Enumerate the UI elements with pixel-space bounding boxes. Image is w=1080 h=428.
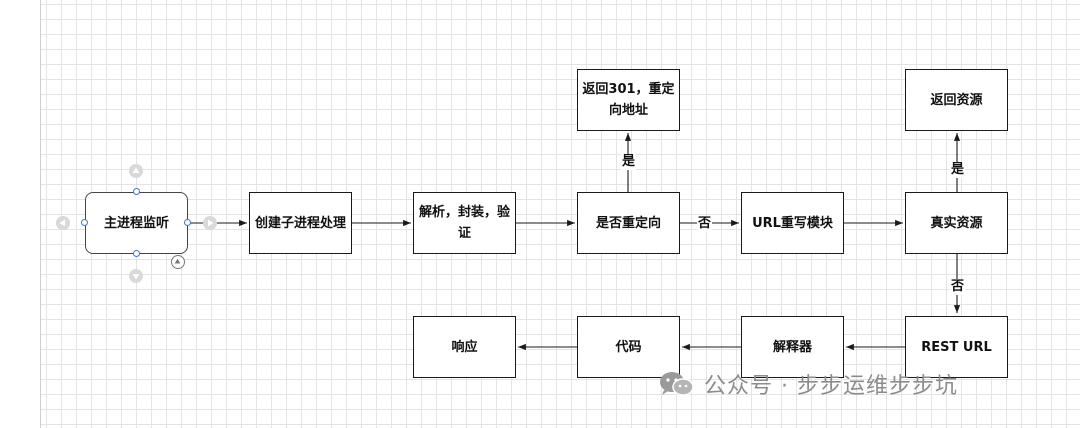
node-response[interactable]: 响应 xyxy=(413,316,516,378)
node-code[interactable]: 代码 xyxy=(577,316,680,378)
node-label: 返回资源 xyxy=(930,92,983,108)
node-url-rewrite[interactable]: URL重写模块 xyxy=(741,192,844,254)
resize-handle-left[interactable] xyxy=(81,219,88,226)
node-return-301[interactable]: 返回301，重定向地址 xyxy=(577,69,680,131)
node-real-resource[interactable]: 真实资源 xyxy=(905,192,1008,254)
rotate-handle-icon[interactable] xyxy=(171,255,185,269)
node-label: 返回301，重定向地址 xyxy=(582,82,675,118)
node-return-resource[interactable]: 返回资源 xyxy=(905,69,1008,131)
node-label: URL重写模块 xyxy=(752,215,833,231)
node-label: 真实资源 xyxy=(930,215,983,231)
watermark: 公众号 · 步步运维步步坑 xyxy=(656,368,958,400)
resize-handle-top[interactable] xyxy=(133,188,140,195)
node-label: 响应 xyxy=(451,339,478,355)
node-label: 创建子进程处理 xyxy=(254,215,346,231)
node-label: 解析，封装，验证 xyxy=(418,205,510,241)
resize-handle-right[interactable] xyxy=(184,219,191,226)
node-label: REST URL xyxy=(921,339,992,355)
edge-label-resource-no: 否 xyxy=(950,279,966,295)
edge-label-redirect-yes: 是 xyxy=(621,154,637,170)
node-label: 主进程监听 xyxy=(103,215,169,231)
node-label: 代码 xyxy=(615,339,642,355)
node-interpreter[interactable]: 解释器 xyxy=(741,316,844,378)
quick-connect-down-icon[interactable] xyxy=(129,269,143,283)
edge-label-redirect-no: 否 xyxy=(697,216,713,232)
node-main-listen[interactable]: 主进程监听 xyxy=(85,192,188,254)
node-label: 是否重定向 xyxy=(595,215,661,231)
edge-label-resource-yes: 是 xyxy=(950,162,966,178)
node-label: 解释器 xyxy=(772,339,812,355)
quick-connect-left-icon[interactable] xyxy=(56,216,70,230)
wechat-icon xyxy=(656,369,696,399)
node-rest-url[interactable]: REST URL xyxy=(905,316,1008,378)
node-parse-verify[interactable]: 解析，封装，验证 xyxy=(413,192,516,254)
node-is-redirect[interactable]: 是否重定向 xyxy=(577,192,680,254)
node-create-child[interactable]: 创建子进程处理 xyxy=(249,192,352,254)
resize-handle-bottom[interactable] xyxy=(133,250,140,257)
quick-connect-up-icon[interactable] xyxy=(129,164,143,178)
quick-connect-right-icon[interactable] xyxy=(203,216,217,230)
watermark-text: 公众号 · 步步运维步步坑 xyxy=(704,374,958,399)
